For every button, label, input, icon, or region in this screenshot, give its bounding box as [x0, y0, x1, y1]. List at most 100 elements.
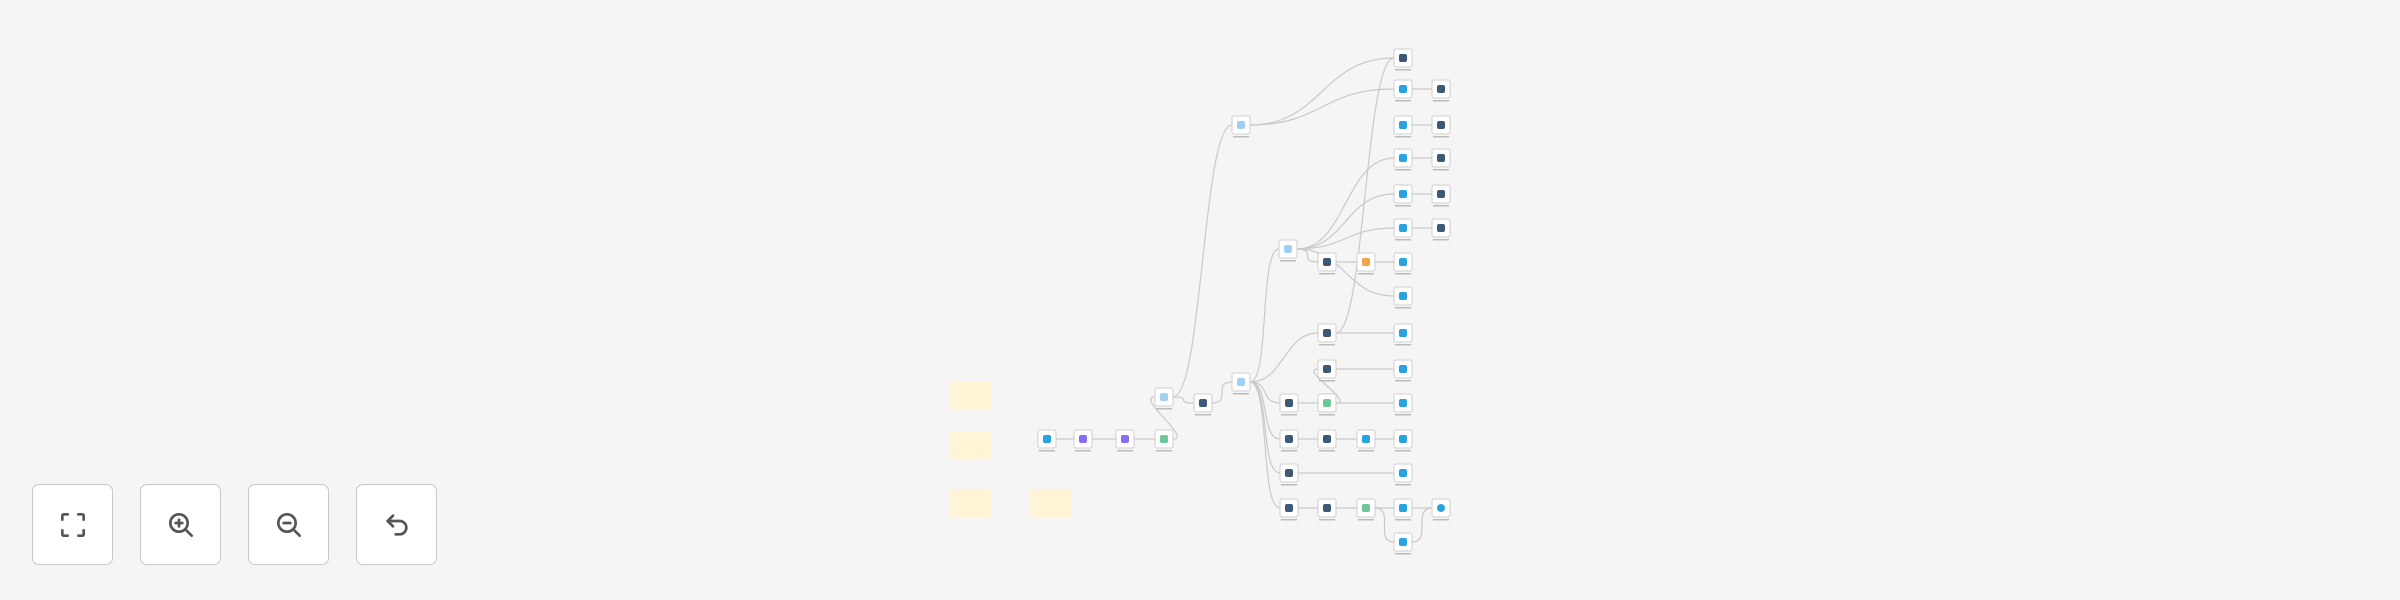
workflow-nodes	[1037, 48, 1451, 555]
workflow-node[interactable]	[1393, 184, 1413, 207]
filter-icon	[1160, 435, 1168, 443]
node-label	[1156, 450, 1172, 452]
workflow-node[interactable]	[1279, 463, 1299, 486]
sticky-note[interactable]	[1030, 489, 1072, 517]
workflow-node[interactable]	[1431, 79, 1451, 102]
node-label	[1395, 169, 1411, 171]
connection	[1296, 193, 1395, 250]
node-label	[1395, 380, 1411, 382]
workflow-node[interactable]	[1393, 498, 1413, 521]
node-label	[1395, 553, 1411, 555]
workflow-node[interactable]	[1393, 79, 1413, 102]
workflow-node[interactable]	[1393, 323, 1413, 346]
brain-icon	[1323, 504, 1331, 512]
workflow-node[interactable]	[1393, 463, 1413, 486]
switch-icon	[1284, 245, 1292, 253]
workflow-node[interactable]	[1231, 115, 1251, 138]
pencil-icon	[1079, 435, 1087, 443]
workflow-node[interactable]	[1431, 184, 1451, 207]
workflow-node[interactable]	[1317, 252, 1337, 275]
app-action-icon	[1399, 258, 1407, 266]
workflow-node[interactable]	[1317, 323, 1337, 346]
connection	[1313, 368, 1341, 404]
workflow-node[interactable]	[1317, 429, 1337, 452]
node-label	[1319, 450, 1335, 452]
sticky-note[interactable]	[949, 489, 991, 517]
workflow-node[interactable]	[1431, 148, 1451, 171]
workflow-node[interactable]	[1115, 429, 1135, 452]
workflow-node[interactable]	[1317, 498, 1337, 521]
node-label	[1395, 136, 1411, 138]
switch-icon	[1237, 121, 1245, 129]
zoom-in-icon	[168, 512, 193, 537]
app-action-icon	[1399, 399, 1407, 407]
app-action-icon	[1399, 154, 1407, 162]
workflow-node[interactable]	[1393, 393, 1413, 416]
node-label	[1395, 344, 1411, 346]
workflow-node[interactable]	[1393, 359, 1413, 382]
brain-icon	[1437, 190, 1445, 198]
node-label	[1395, 307, 1411, 309]
connection	[1335, 57, 1395, 334]
workflow-node[interactable]	[1393, 286, 1413, 309]
node-label	[1281, 414, 1297, 416]
node-label	[1395, 414, 1411, 416]
workflow-node[interactable]	[1278, 239, 1298, 262]
workflow-node[interactable]	[1393, 429, 1413, 452]
workflow-node[interactable]	[1431, 218, 1451, 241]
workflow-node[interactable]	[1279, 393, 1299, 416]
brain-icon	[1437, 121, 1445, 129]
brain-icon	[1323, 329, 1331, 337]
workflow-node[interactable]	[1317, 393, 1337, 416]
workflow-node[interactable]	[1393, 252, 1413, 275]
workflow-node[interactable]	[1279, 429, 1299, 452]
sticky-note[interactable]	[949, 381, 991, 409]
workflow-node[interactable]	[1356, 498, 1376, 521]
zoom-out-icon	[276, 512, 301, 537]
workflow-node[interactable]	[1073, 429, 1093, 452]
workflow-node[interactable]	[1431, 498, 1451, 521]
connection	[1411, 507, 1433, 543]
workflow-node[interactable]	[1356, 429, 1376, 452]
zoom-in-button[interactable]	[140, 484, 221, 565]
workflow-node[interactable]	[1037, 429, 1057, 452]
connection	[1249, 381, 1281, 509]
app-action-icon	[1399, 538, 1407, 546]
workflow-node[interactable]	[1356, 252, 1376, 275]
workflow-node[interactable]	[1393, 115, 1413, 138]
workflow-node[interactable]	[1279, 498, 1299, 521]
fit-view-button[interactable]	[32, 484, 113, 565]
workflow-node[interactable]	[1154, 429, 1174, 452]
sticky-note[interactable]	[949, 431, 991, 459]
app-action-icon	[1399, 329, 1407, 337]
node-label	[1319, 414, 1335, 416]
workflow-node[interactable]	[1193, 393, 1213, 416]
connection	[1172, 124, 1233, 398]
zoom-out-button[interactable]	[248, 484, 329, 565]
node-label	[1395, 205, 1411, 207]
node-label	[1075, 450, 1091, 452]
connection	[1211, 381, 1233, 404]
workflow-node[interactable]	[1317, 359, 1337, 382]
workflow-node[interactable]	[1393, 148, 1413, 171]
workflow-node[interactable]	[1393, 218, 1413, 241]
workflow-node[interactable]	[1154, 387, 1174, 410]
workflow-node[interactable]	[1393, 48, 1413, 71]
brain-icon	[1285, 504, 1293, 512]
workflow-node[interactable]	[1431, 115, 1451, 138]
connection	[1249, 248, 1280, 383]
node-label	[1319, 273, 1335, 275]
fit-view-icon	[60, 512, 85, 537]
node-label	[1156, 408, 1172, 410]
pencil-icon	[1121, 435, 1129, 443]
workflow-node[interactable]	[1393, 532, 1413, 555]
http-request-icon	[1437, 504, 1445, 512]
node-label	[1433, 519, 1449, 521]
brain-icon	[1285, 399, 1293, 407]
brain-icon	[1437, 154, 1445, 162]
workflow-node[interactable]	[1231, 372, 1251, 395]
undo-button[interactable]	[356, 484, 437, 565]
brain-icon	[1323, 365, 1331, 373]
node-label	[1319, 344, 1335, 346]
